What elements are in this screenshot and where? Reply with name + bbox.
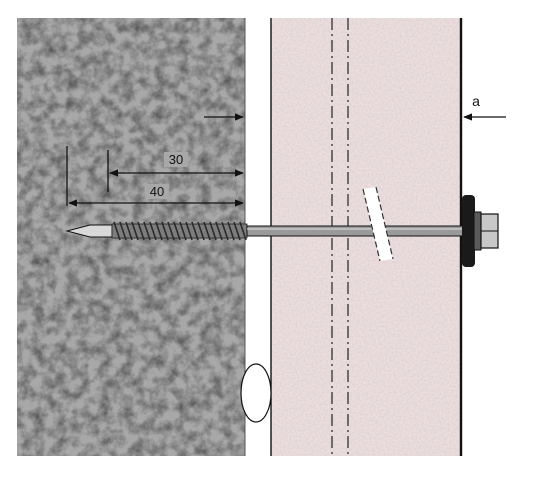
dim-40-label-bg bbox=[145, 184, 169, 199]
self-drilling-screw bbox=[65, 195, 499, 267]
thread-flight bbox=[119, 221, 127, 241]
thread-flight bbox=[221, 221, 229, 241]
sandwich-panel bbox=[270, 18, 463, 456]
thread-flight bbox=[155, 221, 163, 241]
thread-flight bbox=[227, 221, 235, 241]
screw-threads bbox=[113, 221, 247, 241]
thread-flight bbox=[137, 221, 145, 241]
dimension-annotations bbox=[66, 113, 506, 207]
washer-cap bbox=[473, 211, 482, 251]
thread-flight bbox=[197, 221, 205, 241]
thread-flight bbox=[113, 221, 121, 241]
thread-flight bbox=[167, 221, 175, 241]
dim-40-label: 40 bbox=[150, 184, 164, 199]
dim-30-label: 30 bbox=[169, 152, 183, 167]
thread-flight bbox=[239, 221, 247, 241]
thread-flight bbox=[203, 221, 211, 241]
sealing-bead bbox=[240, 363, 272, 423]
thread-flight bbox=[161, 221, 169, 241]
screw-shank bbox=[246, 225, 466, 237]
thread-flight bbox=[179, 221, 187, 241]
thread-flight bbox=[191, 221, 199, 241]
thread-flight bbox=[149, 221, 157, 241]
thread-flight bbox=[125, 221, 133, 241]
thread-flight bbox=[209, 221, 217, 241]
thread-flight bbox=[143, 221, 151, 241]
thread-flight bbox=[185, 221, 193, 241]
sealing-washer bbox=[462, 195, 475, 267]
thread-flight bbox=[131, 221, 139, 241]
thread-flight bbox=[233, 221, 241, 241]
dim-30-label-bg bbox=[164, 152, 188, 167]
callout-a-label: a bbox=[472, 93, 480, 109]
thread-flight bbox=[173, 221, 181, 241]
break-line-marker bbox=[362, 186, 394, 262]
thread-flight bbox=[215, 221, 223, 241]
